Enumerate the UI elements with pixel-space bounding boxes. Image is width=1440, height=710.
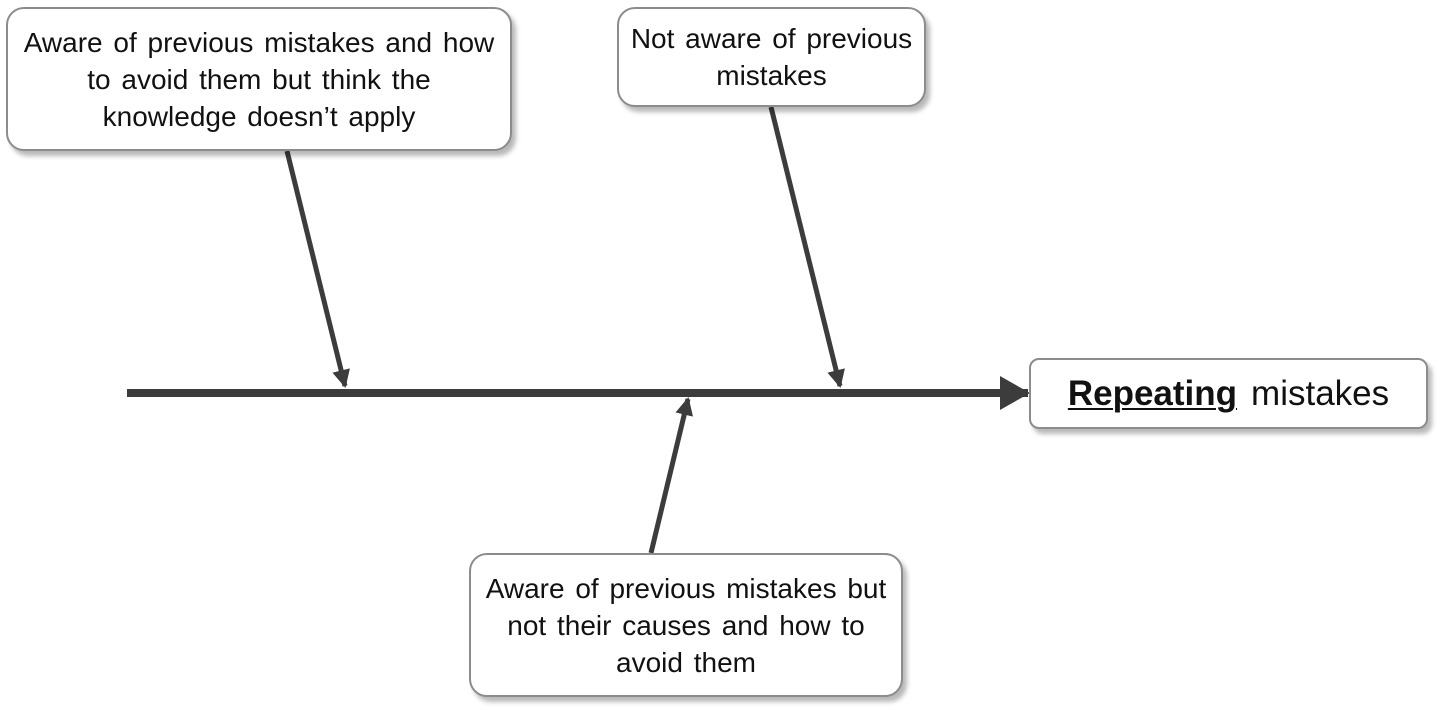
cause-box-top-right: Not aware of previous mistakes <box>617 7 926 107</box>
effect-box: Repeating mistakes <box>1029 358 1428 429</box>
cause-box-top-left: Aware of previous mistakes and how to av… <box>6 7 512 151</box>
bone-top-right <box>768 106 845 388</box>
bone-bottom <box>648 397 694 554</box>
cause-text-top-right: Not aware of previous mistakes <box>630 23 913 91</box>
cause-text-bottom: Aware of previous mistakes but not their… <box>485 572 887 678</box>
effect-text: mistakes <box>1251 374 1390 413</box>
effect-emphasis: Repeating <box>1067 374 1238 413</box>
cause-text-top-left: Aware of previous mistakes and how to av… <box>23 26 495 132</box>
bone-top-left <box>284 150 350 388</box>
cause-box-bottom: Aware of previous mistakes but not their… <box>469 553 903 697</box>
